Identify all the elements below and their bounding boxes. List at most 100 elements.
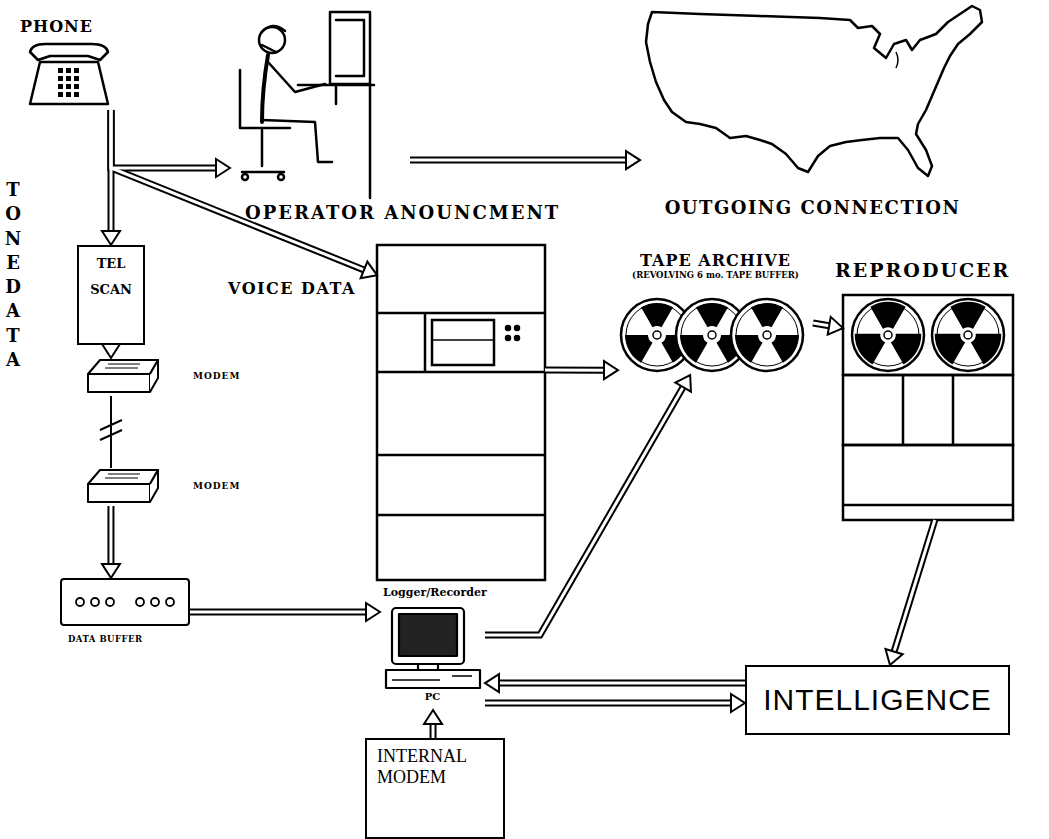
- hollow-arrow: [111, 110, 216, 168]
- node-label: (REVOLVING 6 mo. TAPE BUFFER): [618, 270, 813, 280]
- hollow-arrow-fill: [545, 368, 604, 371]
- node-label: TEL SCAN: [83, 251, 139, 303]
- reproducer-machine: [852, 299, 924, 371]
- node-label: MODEM: [193, 371, 263, 382]
- process-box: TEL SCAN: [77, 245, 145, 345]
- buffer-lights: [76, 598, 84, 606]
- arrowhead: [216, 159, 230, 177]
- logger-rack: [515, 336, 519, 340]
- modem-icon: [88, 360, 158, 392]
- map-region: OUTGOING CONNECTION: [640, 5, 985, 180]
- buffer-lights: [91, 598, 99, 606]
- operator-figure: [242, 171, 284, 174]
- operator-figure: [278, 174, 284, 180]
- hollow-arrow-fill: [190, 610, 366, 613]
- reproducer-machine: [843, 375, 1013, 445]
- buffer-lights: [76, 598, 174, 606]
- hollow-arrow: [111, 110, 364, 270]
- side-label: TONE DATA: [4, 178, 22, 372]
- arrowhead: [366, 603, 380, 621]
- tape-reels: [731, 299, 803, 371]
- phone-icon: [58, 68, 82, 100]
- logger-rack: [377, 245, 545, 580]
- modem-icon: [88, 484, 150, 502]
- modem-icon: [88, 360, 158, 374]
- us-map: [896, 52, 898, 68]
- phone-icon: [30, 62, 108, 104]
- hollow-arrow-fill: [894, 520, 935, 652]
- pc-computer: [386, 670, 480, 688]
- arrowhead: [675, 375, 691, 392]
- arrowhead: [885, 649, 902, 665]
- hollow-arrow-fill: [432, 724, 435, 738]
- operator-figure: [268, 62, 325, 92]
- arrowhead: [485, 674, 499, 692]
- modem: MODEM: [85, 468, 155, 506]
- hollow-arrow-fill: [410, 159, 626, 162]
- arrowhead: [361, 262, 377, 279]
- node-label: REPRODUCER: [835, 259, 1005, 282]
- reproducer-machine: [843, 295, 1013, 375]
- node-label: MODEM: [193, 481, 263, 492]
- operator-figure: [240, 70, 290, 128]
- buffer-lights: [151, 598, 159, 606]
- reproducer-machine: [932, 299, 1004, 371]
- logger-rack: [515, 326, 519, 330]
- label-holder: VOICE DATA: [226, 279, 358, 298]
- arrowhead: [626, 151, 640, 169]
- logger-rack: [424, 313, 427, 372]
- reproducer-machine: [843, 295, 1013, 520]
- pc-computer: [392, 676, 472, 680]
- modem-icon: [105, 364, 140, 368]
- reproducer-machine: [903, 375, 953, 445]
- logger-recorder: Logger/Recorder: [377, 245, 545, 580]
- pc: PC: [380, 600, 485, 710]
- us-map: [646, 6, 982, 176]
- arrowhead: [424, 710, 442, 724]
- node-label: TAPE ARCHIVE: [618, 251, 813, 270]
- node-label: Logger/Recorder: [383, 586, 551, 599]
- operator-figure: [336, 85, 370, 198]
- hollow-arrow: [190, 608, 366, 615]
- node-label: INTELLIGENCE: [763, 682, 992, 718]
- hollow-arrow: [410, 157, 626, 164]
- node-label: DATA BUFFER: [68, 634, 194, 644]
- hollow-arrow: [545, 366, 604, 373]
- operator-figure: [261, 130, 264, 166]
- phone: PHONE: [30, 15, 120, 110]
- operator-figure: [242, 174, 248, 180]
- operator-figure: [330, 12, 370, 84]
- hollow-arrow: [894, 520, 935, 652]
- process-box: INTELLIGENCE: [745, 665, 1010, 735]
- modem-icon: [88, 470, 158, 502]
- connector-line: [110, 396, 112, 468]
- modem-icon: [88, 470, 158, 484]
- hollow-arrow-fill: [111, 110, 364, 270]
- hollow-arrow-fill: [109, 506, 112, 564]
- reproducer-machine: [843, 445, 1013, 520]
- logger-rack: [432, 320, 494, 365]
- buffer-lights: [106, 598, 114, 606]
- tape-reels: [621, 299, 803, 371]
- arrowhead: [731, 694, 745, 712]
- operator-figure: [262, 45, 276, 52]
- arrowhead: [102, 231, 120, 245]
- hollow-arrow: [107, 506, 114, 564]
- hollow-arrow-fill: [485, 387, 683, 635]
- logger-rack: [506, 326, 510, 330]
- pc-computer: [392, 608, 464, 664]
- hollow-arrow: [430, 724, 437, 738]
- hollow-arrow: [485, 699, 731, 706]
- hollow-arrow-fill: [111, 110, 216, 168]
- node-label: OPERATOR ANOUNCMENT: [245, 202, 425, 224]
- buffer-lights: [166, 598, 174, 606]
- hollow-arrow-fill: [485, 701, 731, 704]
- label-holder: TONE DATA: [4, 178, 22, 372]
- reproducer-machine: [843, 504, 1013, 507]
- operator-figure: [262, 120, 332, 162]
- phone-icon: [30, 44, 108, 60]
- logger-rack: [432, 339, 494, 341]
- node-label: OUTGOING CONNECTION: [640, 197, 985, 219]
